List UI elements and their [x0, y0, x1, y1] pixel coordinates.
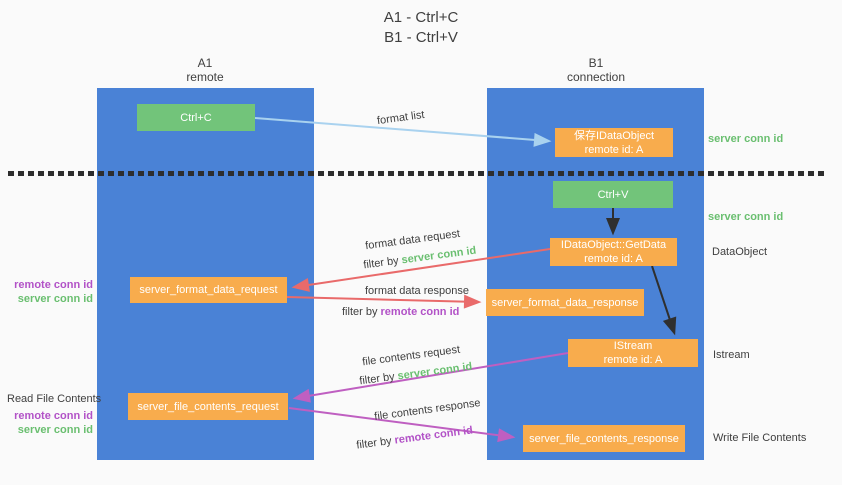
- filter-by-text: filter by: [355, 434, 396, 452]
- label-server-conn-id-left-1: server conn id: [17, 293, 93, 305]
- node-ctrl-v: Ctrl+V: [553, 181, 673, 208]
- label-dataobject: DataObject: [712, 246, 768, 258]
- node-server-format-data-request: server_format_data_request: [130, 277, 287, 303]
- label-file-contents-response: file contents response: [373, 397, 482, 423]
- node-istream-line1: IStream: [613, 340, 653, 352]
- label-format-list: format list: [376, 108, 426, 128]
- node-server-file-contents-response: server_file_contents_response: [523, 425, 685, 452]
- lane-header-b1: B1 connection: [536, 56, 656, 84]
- label-server-conn-id-left-2: server conn id: [17, 424, 93, 436]
- node-server-file-contents-request-label: server_file_contents_request: [137, 400, 279, 413]
- node-save-idataobject: 保存IDataObject remote id: A: [555, 128, 673, 157]
- node-idataobject-getdata: IDataObject::GetData remote id: A: [550, 238, 677, 266]
- label-read-file-contents: Read File Contents: [7, 393, 102, 405]
- lane-header-a1: A1 remote: [145, 56, 265, 84]
- title-line-2: B1 - Ctrl+V: [384, 29, 458, 46]
- node-server-file-contents-response-label: server_file_contents_response: [529, 432, 679, 445]
- filter-by-text: filter by: [362, 254, 403, 272]
- label-server-conn-id-right-mid: server conn id: [708, 211, 784, 223]
- node-ctrl-c: Ctrl+C: [137, 104, 255, 131]
- server-conn-id-text: server conn id: [400, 244, 477, 267]
- dotted-divider-line: [8, 171, 824, 176]
- label-format-data-response: format data response: [365, 285, 469, 297]
- lane-b1-subtitle: connection: [566, 70, 626, 84]
- remote-conn-id-text: remote conn id: [393, 424, 474, 447]
- label-istream: Istream: [713, 349, 750, 361]
- label-write-file-contents: Write File Contents: [713, 432, 807, 444]
- node-server-format-data-response: server_format_data_response: [486, 289, 644, 316]
- node-idataobject-getdata-line2: remote id: A: [584, 253, 643, 265]
- node-istream: IStream remote id: A: [568, 339, 698, 367]
- title-line-1: A1 - Ctrl+C: [383, 9, 459, 26]
- lane-a1-title: A1: [197, 56, 213, 70]
- node-save-idataobject-line2: remote id: A: [584, 143, 644, 156]
- label-server-conn-id-right-top: server conn id: [708, 133, 784, 145]
- label-filter-by-remote-conn-id-1: filter by remote conn id: [342, 306, 459, 319]
- label-filter-by-remote-conn-id-2: filter by remote conn id: [356, 424, 474, 452]
- lane-b1-title: B1: [588, 56, 604, 70]
- filter-by-text: filter by: [342, 306, 381, 318]
- node-ctrl-c-label: Ctrl+C: [180, 111, 212, 124]
- server-conn-id-text: server conn id: [396, 360, 473, 383]
- filter-by-text: filter by: [358, 370, 399, 388]
- label-remote-conn-id-left-1: remote conn id: [14, 279, 93, 291]
- label-remote-conn-id-left-2: remote conn id: [14, 410, 93, 422]
- node-save-idataobject-line1: 保存IDataObject: [573, 129, 655, 142]
- node-server-format-data-request-label: server_format_data_request: [139, 284, 278, 296]
- lane-a1-subtitle: remote: [186, 70, 224, 84]
- remote-conn-id-text: remote conn id: [380, 306, 460, 318]
- node-server-file-contents-request: server_file_contents_request: [128, 393, 288, 420]
- node-idataobject-getdata-line1: IDataObject::GetData: [560, 239, 667, 251]
- node-istream-line2: remote id: A: [603, 354, 663, 366]
- node-server-format-data-response-label: server_format_data_response: [491, 296, 639, 309]
- node-ctrl-v-label: Ctrl+V: [597, 188, 629, 201]
- diagram-title: A1 - Ctrl+C B1 - Ctrl+V: [0, 8, 842, 48]
